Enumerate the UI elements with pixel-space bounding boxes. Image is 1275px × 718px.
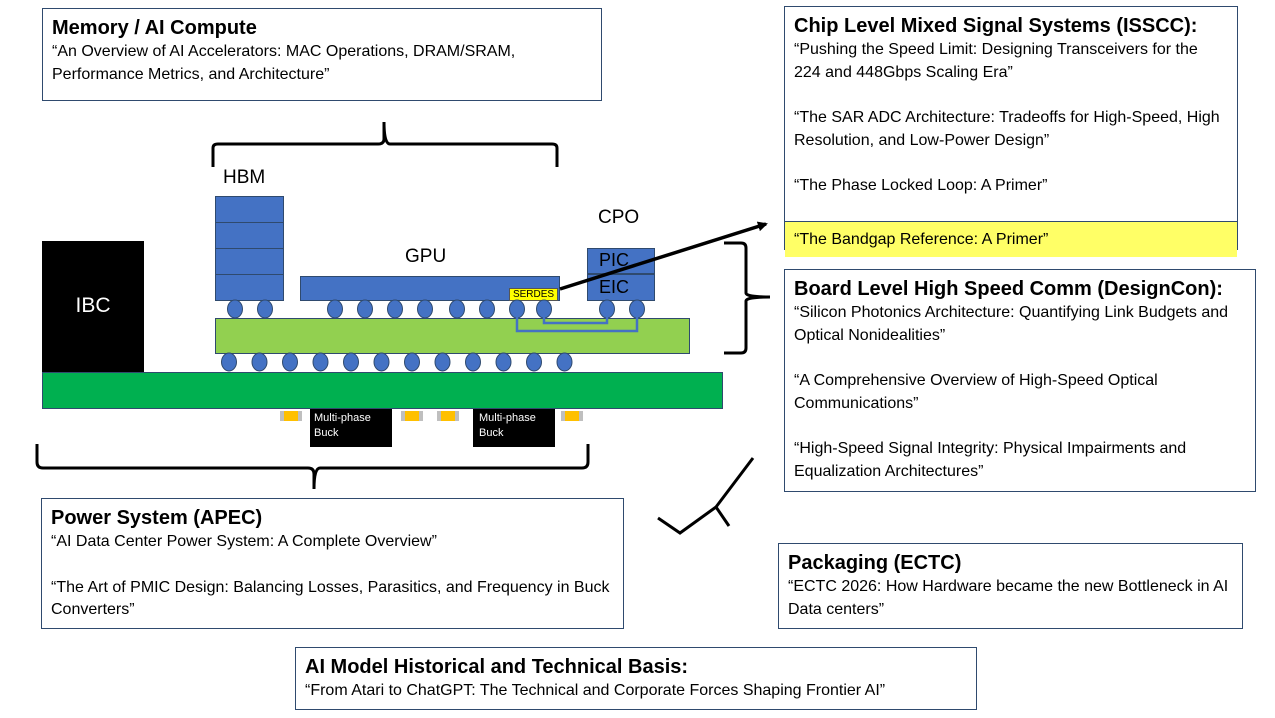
ai-model-title: AI Model Historical and Technical Basis: xyxy=(305,656,689,678)
gpu-label: GPU xyxy=(405,246,447,267)
buck-converter-1: Multi-phase Buck xyxy=(310,409,392,447)
solder-bump xyxy=(556,352,573,372)
talk-pll: “The Phase Locked Loop: A Primer” xyxy=(794,177,1048,194)
solder-bump xyxy=(251,352,268,372)
talk-pmic-design: “The Art of PMIC Design: Balancing Losse… xyxy=(51,578,610,619)
cpo-label: CPO xyxy=(598,207,640,228)
serdes-to-isscc-arrow xyxy=(559,221,768,291)
talk-ectc-2026: “ECTC 2026: How Hardware became the new … xyxy=(788,578,1229,618)
talk-atari-to-chatgpt: “From Atari to ChatGPT: The Technical an… xyxy=(305,682,886,699)
ectc-title: Packaging (ECTC) xyxy=(788,552,962,574)
capacitor xyxy=(280,411,302,421)
micro-bumps xyxy=(227,299,645,319)
talk-ai-accelerators: “An Overview of AI Accelerators: MAC Ope… xyxy=(52,43,516,83)
capacitor xyxy=(401,411,423,421)
solder-bump xyxy=(495,352,512,372)
talk-silicon-photonics: “Silicon Photonics Architecture: Quantif… xyxy=(794,304,1229,344)
talk-bandgap-highlighted: “The Bandgap Reference: A Primer” xyxy=(785,220,1237,257)
memory-ai-compute-title: Memory / AI Compute xyxy=(52,17,257,39)
talk-signal-integrity: “High-Speed Signal Integrity: Physical I… xyxy=(794,440,1187,480)
hbm-stack xyxy=(215,196,284,301)
talk-sar-adc: “The SAR ADC Architecture: Tradeoffs for… xyxy=(794,109,1220,149)
isscc-box: Chip Level Mixed Signal Systems (ISSCC):… xyxy=(784,6,1238,257)
power-system-brace xyxy=(35,444,590,490)
serdes-routing xyxy=(515,314,639,333)
solder-bump xyxy=(465,352,481,372)
talk-optical-comms: “A Comprehensive Overview of High-Speed … xyxy=(794,372,1158,412)
packaging-brace xyxy=(657,457,755,535)
solder-bump xyxy=(227,299,243,319)
solder-bump xyxy=(449,299,465,319)
c4-bumps xyxy=(221,352,573,372)
solder-bump xyxy=(327,299,343,319)
solder-bump xyxy=(404,352,420,372)
talk-power-system: “AI Data Center Power System: A Complete… xyxy=(51,533,437,550)
solder-bump xyxy=(312,352,329,372)
buck-label-2: Multi-phase Buck xyxy=(479,412,536,439)
apec-box: Power System (APEC) “AI Data Center Powe… xyxy=(41,498,624,629)
interposer-substrate xyxy=(215,318,690,354)
solder-bump xyxy=(221,352,237,372)
solder-bump xyxy=(387,299,403,319)
eic-label: EIC xyxy=(599,277,630,297)
memory-compute-brace xyxy=(211,121,559,167)
solder-bump xyxy=(417,299,433,319)
capacitor xyxy=(561,411,583,421)
serdes-label: SERDES xyxy=(512,289,555,300)
hbm-die-divider xyxy=(216,248,283,249)
solder-bump xyxy=(479,299,495,319)
board-level-brace xyxy=(724,241,771,355)
solder-bump xyxy=(282,352,298,372)
solder-bump xyxy=(343,352,359,372)
talk-transceivers: “Pushing the Speed Limit: Designing Tran… xyxy=(794,41,1198,81)
memory-ai-compute-box: Memory / AI Compute “An Overview of AI A… xyxy=(42,8,602,101)
designcon-title: Board Level High Speed Comm (DesignCon): xyxy=(794,278,1223,300)
solder-bump xyxy=(526,352,542,372)
isscc-title: Chip Level Mixed Signal Systems (ISSCC): xyxy=(794,15,1198,37)
capacitor xyxy=(437,411,459,421)
designcon-box: Board Level High Speed Comm (DesignCon):… xyxy=(784,269,1256,492)
apec-title: Power System (APEC) xyxy=(51,507,263,529)
solder-bump xyxy=(373,352,390,372)
ibc-label: IBC xyxy=(75,294,111,317)
hbm-die-divider xyxy=(216,222,283,223)
solder-bump xyxy=(434,352,451,372)
pic-label: PIC xyxy=(599,250,630,270)
solder-bump xyxy=(357,299,373,319)
hbm-label: HBM xyxy=(223,167,266,188)
pcb-board xyxy=(42,372,723,409)
buck-label-1: Multi-phase Buck xyxy=(314,412,371,439)
hbm-die-divider xyxy=(216,274,283,275)
ibc-block: IBC xyxy=(42,241,144,372)
buck-converter-2: Multi-phase Buck xyxy=(473,409,555,447)
ai-model-box: AI Model Historical and Technical Basis:… xyxy=(295,647,977,710)
solder-bump xyxy=(257,299,273,319)
serdes-badge: SERDES xyxy=(509,288,558,301)
ectc-box: Packaging (ECTC) “ECTC 2026: How Hardwar… xyxy=(778,543,1243,629)
